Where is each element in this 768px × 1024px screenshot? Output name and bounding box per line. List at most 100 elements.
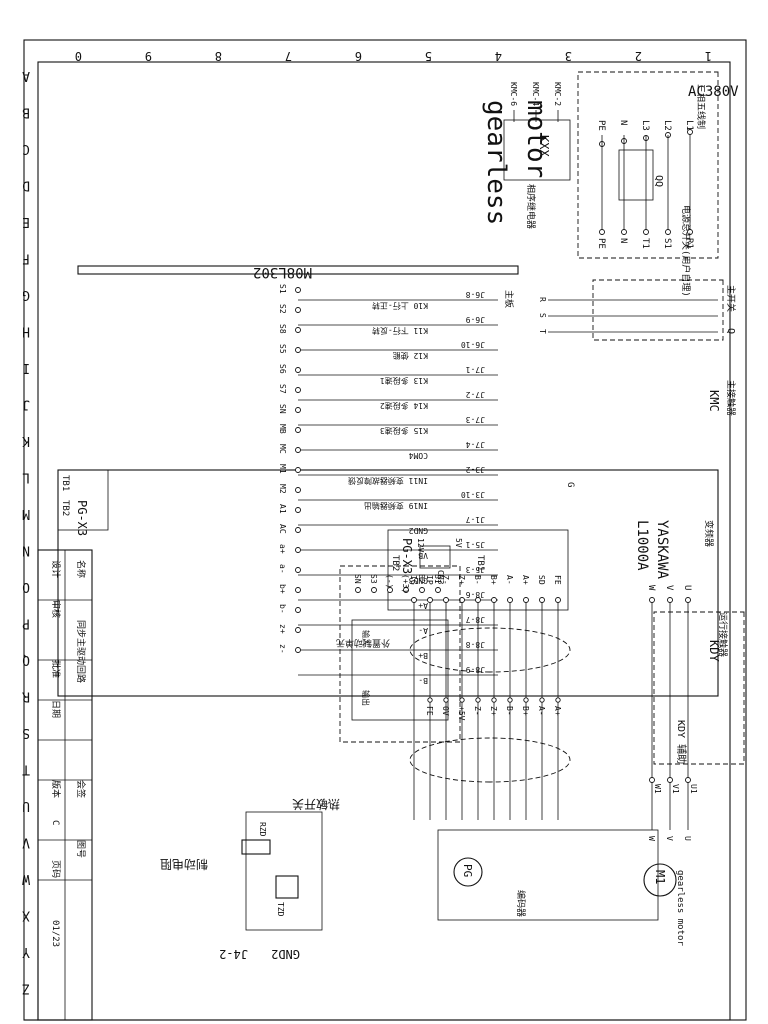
encoder-label: 编码器 — [515, 890, 527, 917]
ac-out-label: PE — [596, 238, 606, 249]
inv-terminal-label: S2 — [278, 304, 287, 314]
j4-2-terminal: J4-2 — [219, 947, 248, 961]
qq-desc: 电源总开关(用户自理) — [680, 205, 692, 297]
pg-terminal-label: A+ — [521, 575, 530, 585]
inv-terminal-label: b+ — [278, 584, 287, 594]
j-pin-label: J8-6 — [466, 590, 485, 599]
tzd-label: TZD — [276, 902, 285, 917]
row-letter: Y — [22, 944, 30, 959]
title-block-page: 01/23 — [50, 920, 60, 947]
inverter-brand: YASKAWA — [654, 520, 670, 580]
kmc-label: KMC — [707, 390, 721, 412]
j-pin-signal: IN11 变频器故障反馈 — [348, 476, 428, 486]
brake-terminal-label: SN — [353, 574, 362, 584]
row-letter: K — [22, 433, 30, 448]
j-pin-label: J3-10 — [461, 490, 485, 499]
pg-terminal-label: A- — [505, 575, 514, 585]
j-pin-signal: K13 多段速1 — [380, 376, 428, 386]
cn3-label: CN3 — [436, 570, 445, 585]
brake-terminal — [355, 587, 361, 593]
brake-resistor-box — [245, 811, 323, 931]
inv-terminal — [295, 487, 301, 493]
title-block-review: 会签 — [75, 780, 87, 798]
pg-terminal — [555, 597, 561, 603]
j-pin-label: J6-10 — [461, 340, 485, 349]
title-block-name-label: 名称 — [75, 560, 87, 578]
brake-terminal-label: (-) — [385, 574, 394, 588]
inv-terminal — [295, 647, 301, 653]
motor-input-label: W — [647, 836, 656, 841]
row-letter: P — [22, 616, 30, 631]
inv-terminal — [295, 567, 301, 573]
ac-out-label: N — [618, 238, 628, 243]
controller-label: M08L302 — [253, 264, 312, 280]
col-number: 2 — [635, 49, 642, 63]
motor-m1-symbol — [643, 863, 677, 897]
ac-out-terminal — [599, 229, 605, 235]
inv-terminal-label: S5 — [278, 344, 287, 354]
j-pin-label: J6-9 — [466, 315, 485, 324]
cable-label: Z+ — [489, 706, 498, 716]
brake-unit-label: 外置制动单元 — [336, 637, 390, 649]
cable-terminal — [427, 697, 433, 703]
ac-mains-label: L2 — [662, 120, 672, 131]
ac380-label: AC380V — [688, 84, 739, 100]
gnd2-terminal: GND2 — [271, 947, 300, 961]
j-pin-signal: B- — [418, 676, 428, 685]
row-letter: X — [22, 908, 30, 923]
inv-terminal-label: MC — [278, 444, 287, 454]
encoder-pg-symbol — [453, 857, 483, 887]
inv-terminal-label: S6 — [278, 364, 287, 374]
row-letter: H — [22, 324, 30, 339]
inv-terminal — [295, 327, 301, 333]
ac-mains-label: N — [618, 120, 628, 125]
j-pin-label: J1-7 — [466, 515, 485, 524]
inv-terminal-label: a- — [278, 564, 287, 574]
inv-g-terminal: G — [565, 482, 575, 487]
inv-terminal-label: z+ — [278, 624, 287, 634]
cable-label: A- — [537, 706, 546, 716]
kmc-pin-label: KMC-2 — [553, 82, 562, 106]
pg-terminal — [539, 597, 545, 603]
row-letter: C — [22, 141, 30, 156]
ac380-desc: 三相五线制 — [695, 84, 707, 129]
ac-out-terminal — [665, 229, 671, 235]
cable-shield-1 — [409, 627, 571, 673]
brake-out-label: 输出 — [361, 690, 371, 706]
inverter-box — [57, 469, 719, 697]
motor-phase-label: U1 — [689, 784, 698, 794]
j-pin-signal: K12 使能 — [393, 351, 428, 361]
col-number: 6 — [355, 49, 362, 63]
brake-terminal — [435, 587, 441, 593]
j-pin-signal: K15 多段速3 — [380, 426, 428, 436]
inv-terminal-label: S8 — [278, 324, 287, 334]
row-letter: M — [22, 506, 30, 521]
kxx-desc: 相序继电器 — [525, 184, 537, 229]
thermal-switch-symbol — [275, 875, 299, 899]
ac-source-box — [577, 71, 719, 259]
brake-unit — [351, 619, 449, 721]
kdy-label: KDY — [707, 640, 721, 662]
inv-terminal-label: MB — [278, 424, 287, 434]
inv-terminal-label: a+ — [278, 544, 287, 554]
row-letter: D — [22, 178, 30, 193]
rzd-label: RZD — [258, 822, 267, 837]
row-letter: I — [22, 360, 30, 375]
pg-terminal-label: B+ — [489, 575, 498, 585]
j-pin-label: J6-8 — [466, 290, 485, 299]
mainboard-label: 主板 — [503, 290, 515, 308]
inv-terminal — [295, 347, 301, 353]
kxx-label: KXX — [537, 135, 551, 157]
motor-input-label: V — [665, 836, 674, 841]
ac-out-terminal — [621, 229, 627, 235]
cable-shield-2 — [409, 737, 571, 783]
inv-terminal — [295, 367, 301, 373]
inv-output-terminal — [649, 597, 655, 603]
brake-unit-box — [339, 565, 461, 743]
